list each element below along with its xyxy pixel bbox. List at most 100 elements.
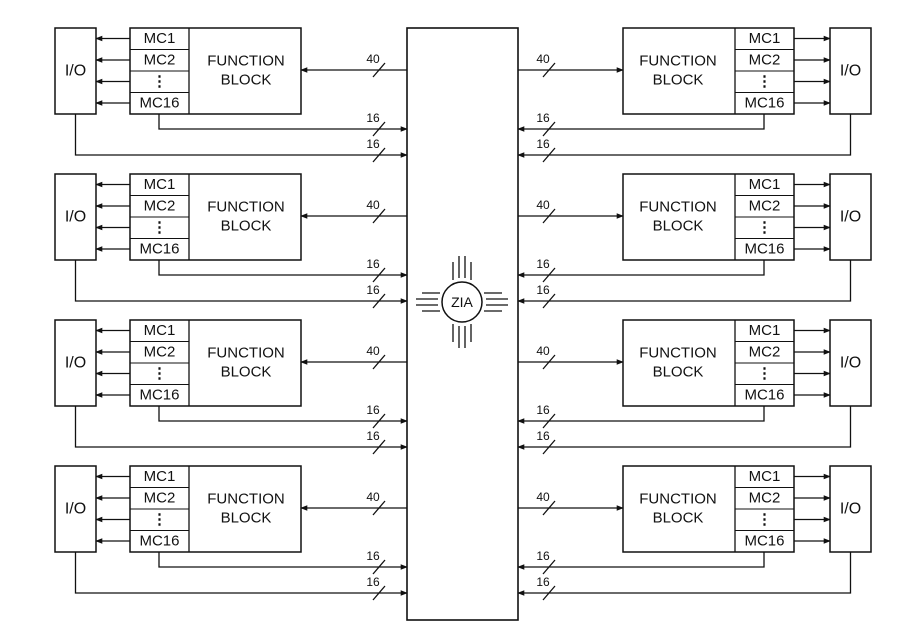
bus-width-slash [542, 267, 556, 283]
macrocell-4: MC16 [139, 533, 179, 550]
bus-width-slash [542, 413, 556, 429]
bus-width-label: 16 [536, 257, 550, 271]
io-bus-arrow [517, 552, 852, 596]
macrocell-3: ⋮ [152, 219, 167, 236]
function-block-label: FUNCTION [639, 345, 717, 362]
feedback-bus-arrow [158, 552, 408, 570]
macrocell-3: ⋮ [152, 73, 167, 90]
feedback-bus-arrow [158, 406, 408, 424]
macrocell-3: ⋮ [152, 365, 167, 382]
io-label: I/O [65, 501, 86, 518]
macrocell-2: MC2 [144, 198, 176, 215]
io-label: I/O [840, 501, 861, 518]
bus-width-label: 16 [536, 403, 550, 417]
bus-width-slash [542, 121, 556, 137]
bus-width-label: 40 [536, 490, 550, 504]
io-label: I/O [65, 63, 86, 80]
macrocell-4: MC16 [139, 241, 179, 258]
macrocell-2: MC2 [749, 52, 781, 69]
macrocell-1: MC1 [749, 30, 781, 47]
feedback-bus-arrow [158, 114, 408, 132]
io-bus-arrow [517, 114, 852, 158]
macrocell-3: ⋮ [757, 219, 772, 236]
macrocell-2: MC2 [144, 344, 176, 361]
bus-width-label: 16 [536, 549, 550, 563]
io-label: I/O [65, 355, 86, 372]
zia-symbol: ZIA [416, 256, 508, 348]
bus-width-label: 16 [366, 429, 380, 443]
zia-circle [441, 281, 483, 323]
function-block-label: FUNCTION [207, 53, 285, 70]
io-label: I/O [840, 63, 861, 80]
bus-width-slash [372, 559, 386, 575]
function-block-label: BLOCK [653, 364, 704, 381]
bus-width-slash [372, 413, 386, 429]
macrocell-1: MC1 [749, 468, 781, 485]
bus-width-slash [372, 62, 386, 78]
io-label: I/O [840, 209, 861, 226]
bus-width-label: 16 [366, 575, 380, 589]
bus-width-slash [542, 147, 556, 163]
bus-width-slash [372, 121, 386, 137]
bus-width-slash [542, 559, 556, 575]
macrocell-1: MC1 [144, 322, 176, 339]
function-block-label: FUNCTION [639, 491, 717, 508]
bus-width-slash [542, 585, 556, 601]
function-block-label: BLOCK [221, 510, 272, 527]
macrocell-4: MC16 [744, 95, 784, 112]
io-bus-arrow [74, 552, 408, 596]
macrocell-1: MC1 [144, 468, 176, 485]
macrocell-2: MC2 [144, 490, 176, 507]
bus-width-label: 40 [366, 490, 380, 504]
bus-width-slash [372, 354, 386, 370]
io-bus-arrow [74, 260, 408, 304]
bus-width-slash [542, 62, 556, 78]
function-block-label: FUNCTION [207, 491, 285, 508]
macrocell-4: MC16 [744, 387, 784, 404]
macrocell-3: ⋮ [757, 73, 772, 90]
bus-width-label: 16 [366, 283, 380, 297]
function-block-label: FUNCTION [639, 199, 717, 216]
io-bus-arrow [74, 114, 408, 158]
io-bus-arrow [74, 406, 408, 450]
macrocell-4: MC16 [744, 533, 784, 550]
function-block-label: BLOCK [653, 218, 704, 235]
bus-width-slash [372, 293, 386, 309]
bus-width-label: 16 [536, 111, 550, 125]
bus-width-slash [542, 208, 556, 224]
macrocell-4: MC16 [744, 241, 784, 258]
bus-width-slash [372, 147, 386, 163]
io-bus-arrow [517, 406, 852, 450]
macrocell-3: ⋮ [152, 511, 167, 528]
bus-width-label: 40 [366, 344, 380, 358]
macrocell-1: MC1 [749, 322, 781, 339]
function-block-label: BLOCK [221, 364, 272, 381]
macrocell-2: MC2 [144, 52, 176, 69]
io-block [54, 173, 97, 261]
bus-width-label: 16 [536, 429, 550, 443]
macrocell-2: MC2 [749, 344, 781, 361]
macrocell-1: MC1 [749, 176, 781, 193]
bus-width-label: 16 [536, 575, 550, 589]
bus-width-slash [542, 439, 556, 455]
bus-width-label: 16 [366, 137, 380, 151]
feedback-bus-arrow [517, 260, 765, 278]
macrocell-3: ⋮ [757, 365, 772, 382]
io-block [829, 465, 872, 553]
bus-width-slash [372, 500, 386, 516]
feedback-bus-arrow [158, 260, 408, 278]
feedback-bus-arrow [517, 114, 765, 132]
macrocell-4: MC16 [139, 95, 179, 112]
bus-width-label: 40 [366, 198, 380, 212]
io-label: I/O [840, 355, 861, 372]
bus-width-label: 16 [366, 257, 380, 271]
bus-width-label: 40 [366, 52, 380, 66]
macrocell-1: MC1 [144, 176, 176, 193]
